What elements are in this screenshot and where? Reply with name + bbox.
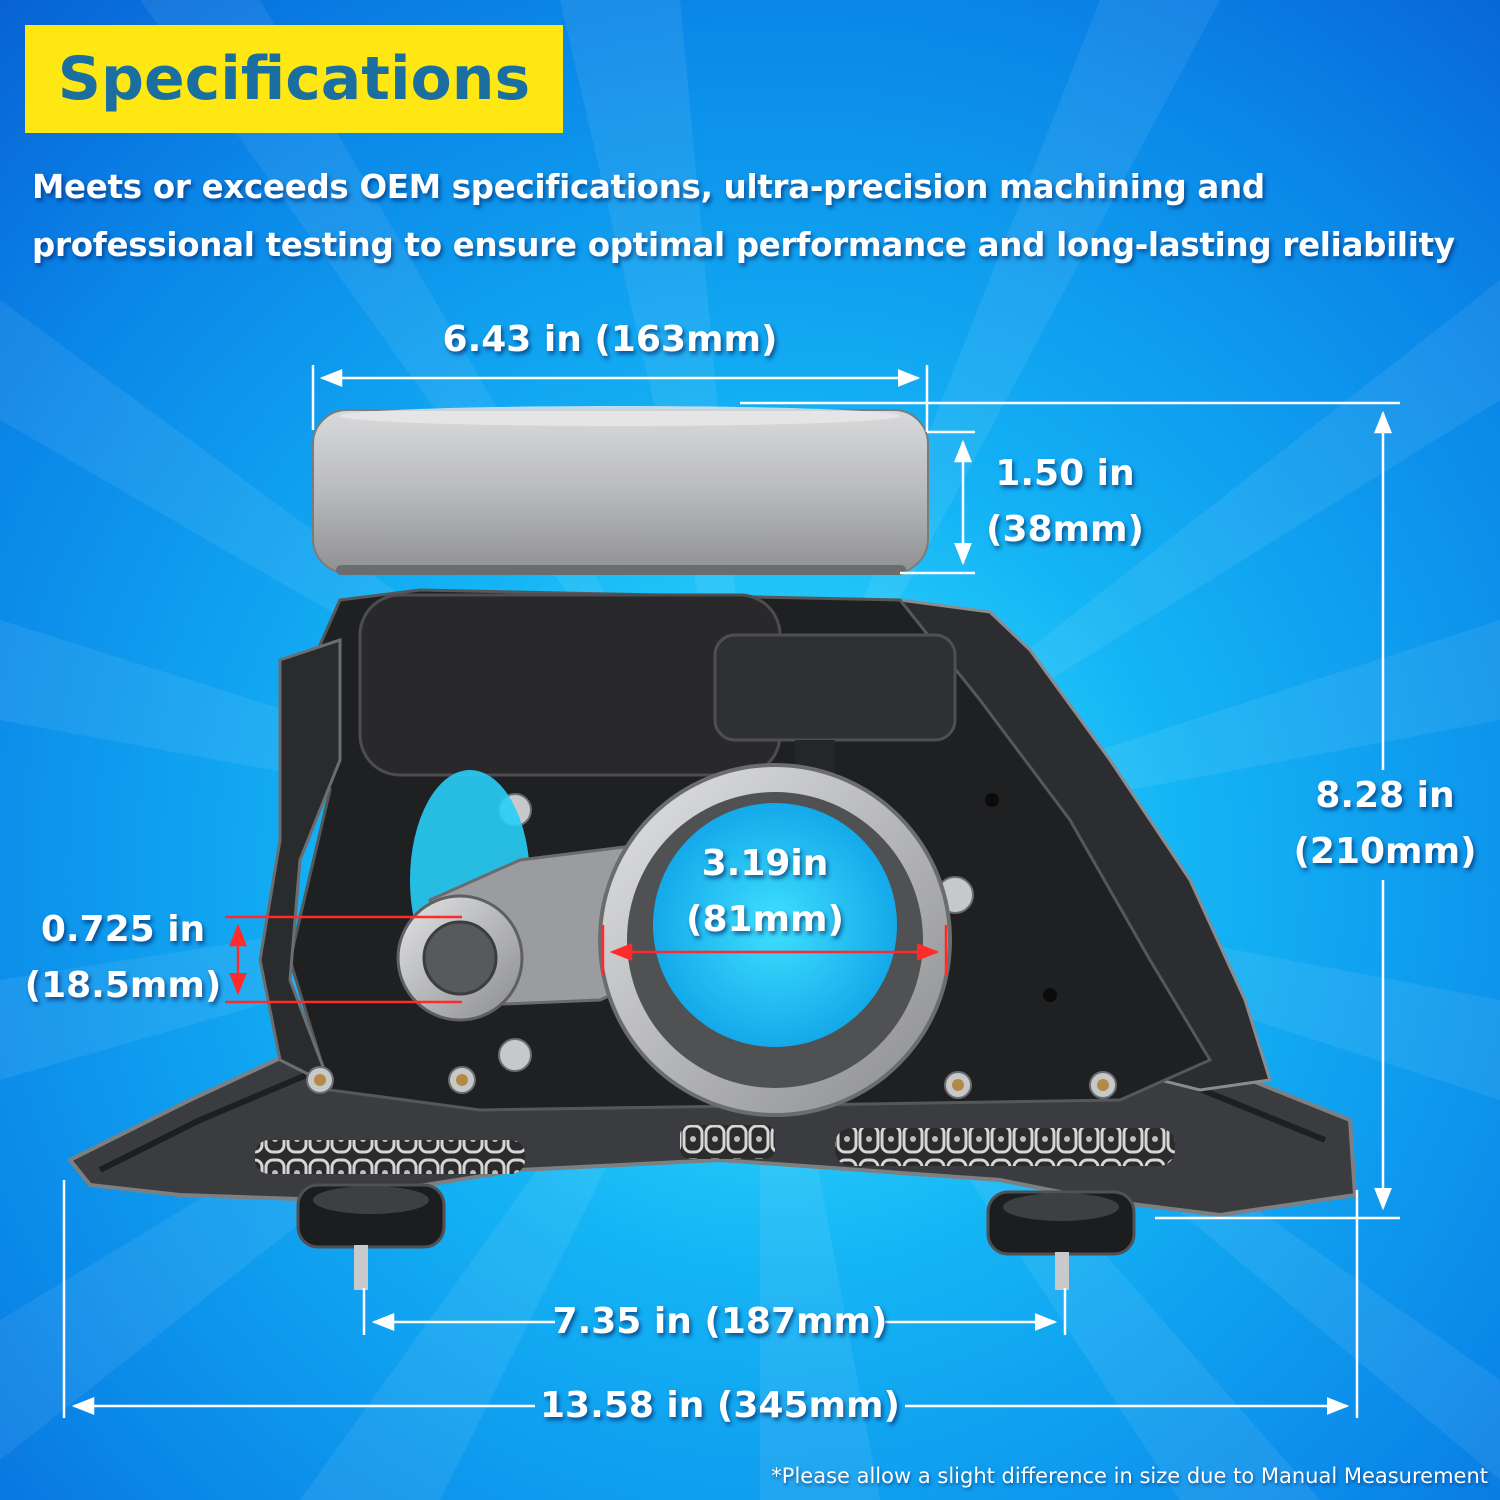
gearbox-illustration (66, 406, 1358, 1290)
top-pulley (312, 406, 929, 575)
total-height-in: 8.28 in (1315, 775, 1455, 816)
right-chain (835, 1128, 1175, 1166)
measurement-disclaimer: *Please allow a slight difference in siz… (771, 1464, 1488, 1488)
pulley-width-label: 6.43 in (163mm) (442, 319, 778, 360)
port-diameter-in: 3.19in (701, 843, 829, 884)
subtitle: Meets or exceeds OEM specifications, ult… (32, 158, 1482, 274)
axle-spacing-label: 7.35 in (187mm) (552, 1301, 888, 1342)
total-height-label: 8.28 in (210mm) (1290, 768, 1480, 880)
pulley-height-label: 1.50 in (38mm) (975, 446, 1155, 558)
pulley-height-in: 1.50 in (995, 453, 1135, 494)
total-height-mm: (210mm) (1293, 831, 1477, 872)
shaft-hole-in: 0.725 in (40, 909, 206, 950)
pulley-height-mm: (38mm) (985, 509, 1145, 550)
shaft-hole-label: 0.725 in (18.5mm) (18, 902, 228, 1014)
subtitle-line-2: professional testing to ensure optimal p… (32, 226, 1455, 264)
middle-chain (680, 1125, 775, 1159)
left-axle-hub (296, 1183, 446, 1290)
port-opening (653, 803, 897, 1047)
detail-lines (225, 915, 948, 1004)
title-banner: Specifications (25, 25, 563, 133)
port-diameter-mm: (81mm) (685, 899, 845, 940)
subtitle-line-1: Meets or exceeds OEM specifications, ult… (32, 168, 1265, 206)
total-width-label: 13.58 in (345mm) (540, 1385, 900, 1426)
port-diameter-label: 3.19in (81mm) (670, 836, 860, 948)
dimension-lines (62, 365, 1400, 1418)
right-axle-hub (986, 1190, 1136, 1290)
shaft-hole-mm: (18.5mm) (24, 965, 222, 1006)
page-title: Specifications (57, 44, 531, 114)
left-chain (255, 1140, 525, 1174)
